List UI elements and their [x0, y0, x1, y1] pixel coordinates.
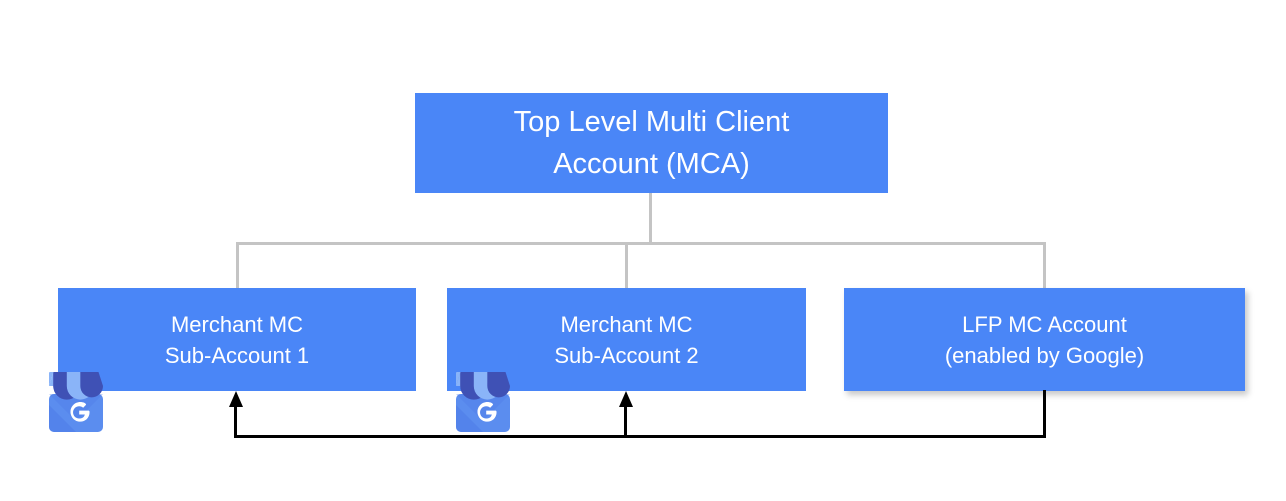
connector-drop-sub1 — [236, 242, 239, 290]
node-top-level-mca-line-1: Top Level Multi Client — [513, 106, 790, 138]
node-top-level-mca[interactable]: Top Level Multi Client Account (MCA) — [415, 93, 888, 193]
node-lfp-mc-account-line-2: (enabled by Google) — [944, 342, 1145, 368]
node-merchant-mc-sub-account-2-line-1: Merchant MC — [560, 311, 693, 337]
node-lfp-mc-account[interactable]: LFP MC Account (enabled by Google) — [844, 288, 1245, 391]
connector-drop-sub2 — [625, 242, 628, 290]
connector-horizontal-bar — [236, 242, 1045, 245]
node-merchant-mc-sub-account-1-line-2: Sub-Account 1 — [164, 342, 310, 368]
node-merchant-mc-sub-account-1[interactable]: Merchant MC Sub-Account 1 — [58, 288, 416, 391]
node-lfp-mc-account-line-1: LFP MC Account — [962, 311, 1127, 337]
feedback-arrowhead-sub2 — [619, 391, 633, 407]
node-top-level-mca-line-2: Account (MCA) — [553, 148, 750, 180]
node-merchant-mc-sub-account-2[interactable]: Merchant MC Sub-Account 2 — [447, 288, 806, 391]
google-business-profile-storefront-icon — [40, 366, 112, 436]
feedback-connector-vertical-to-sub1 — [234, 404, 237, 437]
feedback-connector-vertical-from-lfp — [1043, 390, 1046, 438]
node-merchant-mc-sub-account-2-line-2: Sub-Account 2 — [554, 342, 699, 368]
feedback-connector-vertical-to-sub2 — [624, 404, 627, 437]
connector-drop-lfp — [1043, 242, 1046, 290]
feedback-connector-horizontal — [234, 435, 1046, 438]
google-business-profile-storefront-icon — [447, 366, 519, 436]
connector-top-stem — [649, 193, 652, 244]
feedback-arrowhead-sub1 — [229, 391, 243, 407]
node-merchant-mc-sub-account-1-line-1: Merchant MC — [170, 311, 304, 337]
